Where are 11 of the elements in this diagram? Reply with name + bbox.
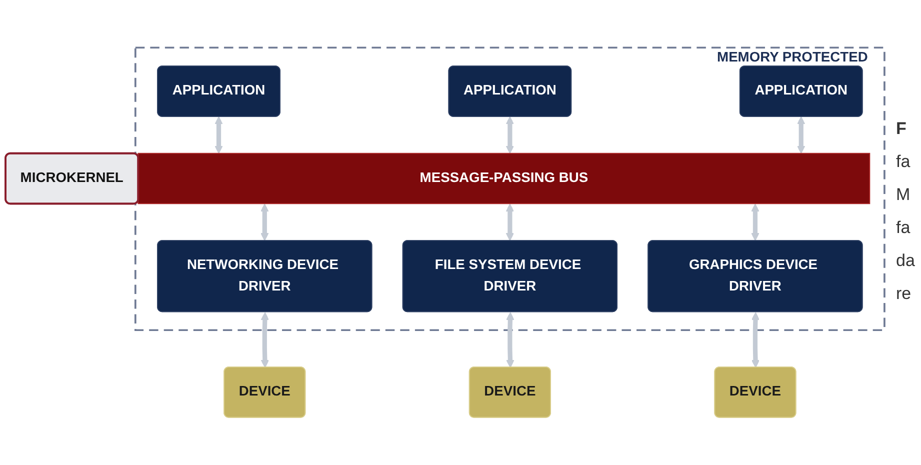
arrow (751, 312, 760, 368)
caption: F fa M fa da re (896, 118, 916, 305)
arrow (214, 116, 223, 154)
arrow (260, 312, 269, 368)
arrow (506, 116, 514, 154)
arrow (797, 116, 806, 154)
arrow (751, 204, 760, 241)
arrow (260, 204, 269, 241)
node-box: MESSAGE-PASSING BUS (138, 152, 870, 204)
arrow (506, 312, 514, 368)
arrow (506, 204, 514, 241)
